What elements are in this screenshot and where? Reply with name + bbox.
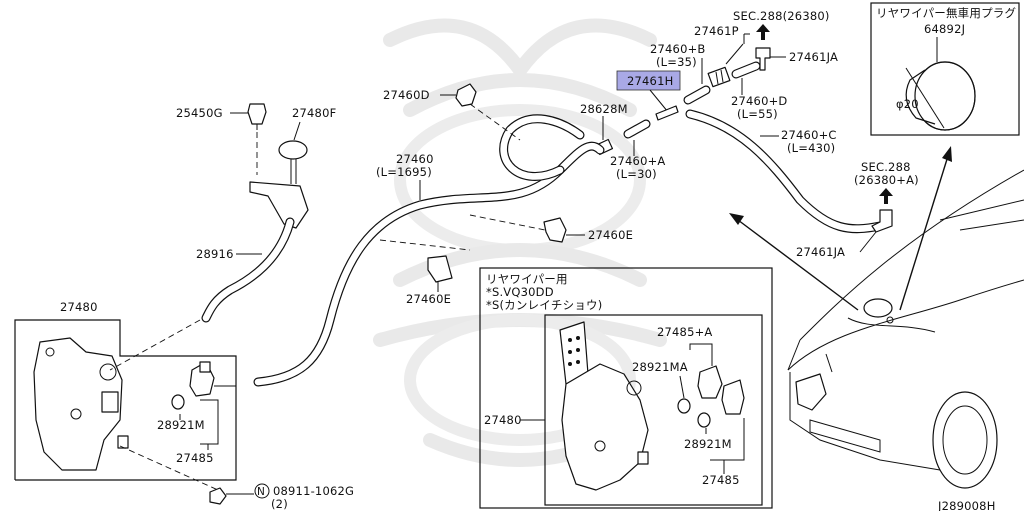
label-27485-box: 27485 [702,473,740,487]
label-27461P: 27461P [694,24,739,38]
label-27461H: 27461H [627,74,673,88]
label-27480F: 27480F [292,106,336,120]
label-27460E-right: 27460E [588,228,633,242]
label-27460B: 27460+B [650,42,706,56]
label-27460B-len: (L=35) [656,55,697,69]
rear-wiper-line3: *S(カンレイチショウ) [486,298,602,312]
label-27460D-len: (L=55) [737,107,778,121]
plug-cap-drawing [905,61,976,131]
sec-288-arrow: SEC.288(26380) [733,9,830,40]
label-27460D-clip: 27460D [383,88,430,102]
label-27461JA-top: 27461JA [789,50,838,64]
label-27480-left: 27480 [60,300,98,314]
label-27485-left: 27485 [176,451,214,465]
sec-288-label: SEC.288(26380) [733,9,830,23]
label-27461H-highlight [616,70,681,91]
label-27485A: 27485+A [657,325,713,339]
label-27460: 27460 [396,152,434,166]
rear-wiper-line2: *S.VQ30DD [486,285,554,299]
label-08911: 08911-1062G [273,484,354,498]
car-sketch [787,169,1024,489]
label-27461JA-bottom: 27461JA [796,245,845,259]
upper-hose-assembly: 27461JA 27461P 27460+D (L=55) 27460+B (L… [580,24,885,234]
plug-part-number: 64892J [924,22,965,36]
sec-288-a-arrow: SEC.288 (26380+A) 27461JA [796,160,919,259]
label-27460-len: (L=1695) [376,165,432,179]
label-08911-prefix: N [257,486,265,498]
diagram-code: J289008H [937,499,996,511]
clip-27460D: 27460D [383,83,521,141]
label-27480-box: 27480 [484,413,522,427]
label-28916: 28916 [196,247,234,261]
filler-assembly: 25450G 27480F 28916 [176,103,336,323]
left-tank-group: 27480 28921M 27485 [14,300,237,491]
label-28921MA: 28921MA [632,360,688,374]
label-27460A: 27460+A [610,154,666,168]
label-25450G: 25450G [176,106,223,120]
main-hose-27460: 27460 (L=1695) [253,114,605,387]
label-28921M-box: 28921M [684,437,732,451]
leader-arrows [729,146,952,311]
plug-dimension: φ20 [896,97,919,111]
rear-wiper-box: リヤワイパー用 *S.VQ30DD *S(カンレイチショウ) 27480 274… [479,267,773,509]
label-27460C-len: (L=430) [787,141,835,155]
label-27460E-mid: 27460E [406,292,451,306]
clip-27460E-mid: 27460E [379,239,471,306]
label-28921M-left: 28921M [157,418,205,432]
label-27460C: 27460+C [781,128,837,142]
label-28628M: 28628M [580,102,628,116]
clip-27460E-right: 27460E [469,214,633,243]
label-08911-qty: (2) [271,497,288,511]
label-27460D-hose: 27460+D [731,94,787,108]
watermark-emblem [373,18,667,467]
rear-wiper-title: リヤワイパー用 [486,272,568,286]
label-27460A-len: (L=30) [616,167,657,181]
sec-288-a-label-2: (26380+A) [854,173,919,187]
sec-288-a-label-1: SEC.288 [861,160,911,174]
plug-detail-box: リヤワイパー無車用プラグ 64892J φ20 [870,2,1020,136]
nut-08911: N 08911-1062G (2) [209,483,354,511]
plug-box-title: リヤワイパー無車用プラグ [876,6,1016,20]
